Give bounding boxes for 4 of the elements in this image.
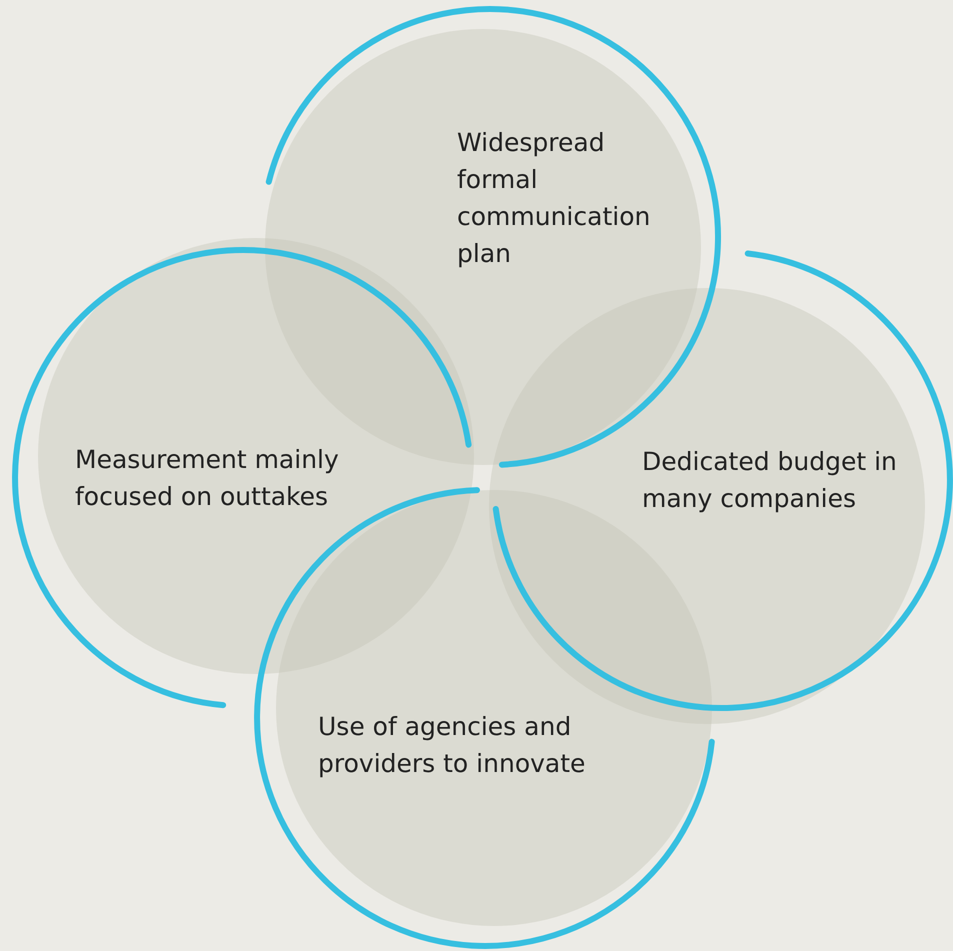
circle-label: Dedicated budget in many companies [642, 446, 898, 515]
circle-label: Widespread formal communication plan [457, 127, 652, 270]
circle-label: Use of agencies and providers to innovate [318, 711, 586, 780]
circle-label: Measurement mainly focused on outtakes [75, 444, 340, 513]
